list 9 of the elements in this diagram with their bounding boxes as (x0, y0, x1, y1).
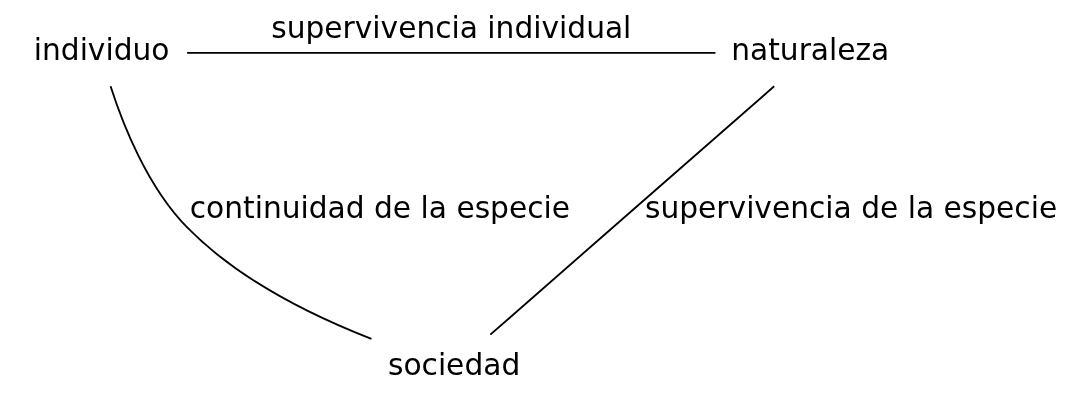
connector (109, 84, 373, 340)
connector (186, 51, 717, 54)
edge-label: continuidad de la especie (189, 189, 571, 225)
node-text: individuo (33, 31, 170, 67)
node-text: sociedad (387, 346, 521, 382)
edge-label: supervivencia de la especie (645, 189, 1058, 225)
connector (489, 84, 776, 336)
edge-label: supervivencia individual (271, 9, 632, 45)
node-text: naturaleza (731, 31, 890, 67)
